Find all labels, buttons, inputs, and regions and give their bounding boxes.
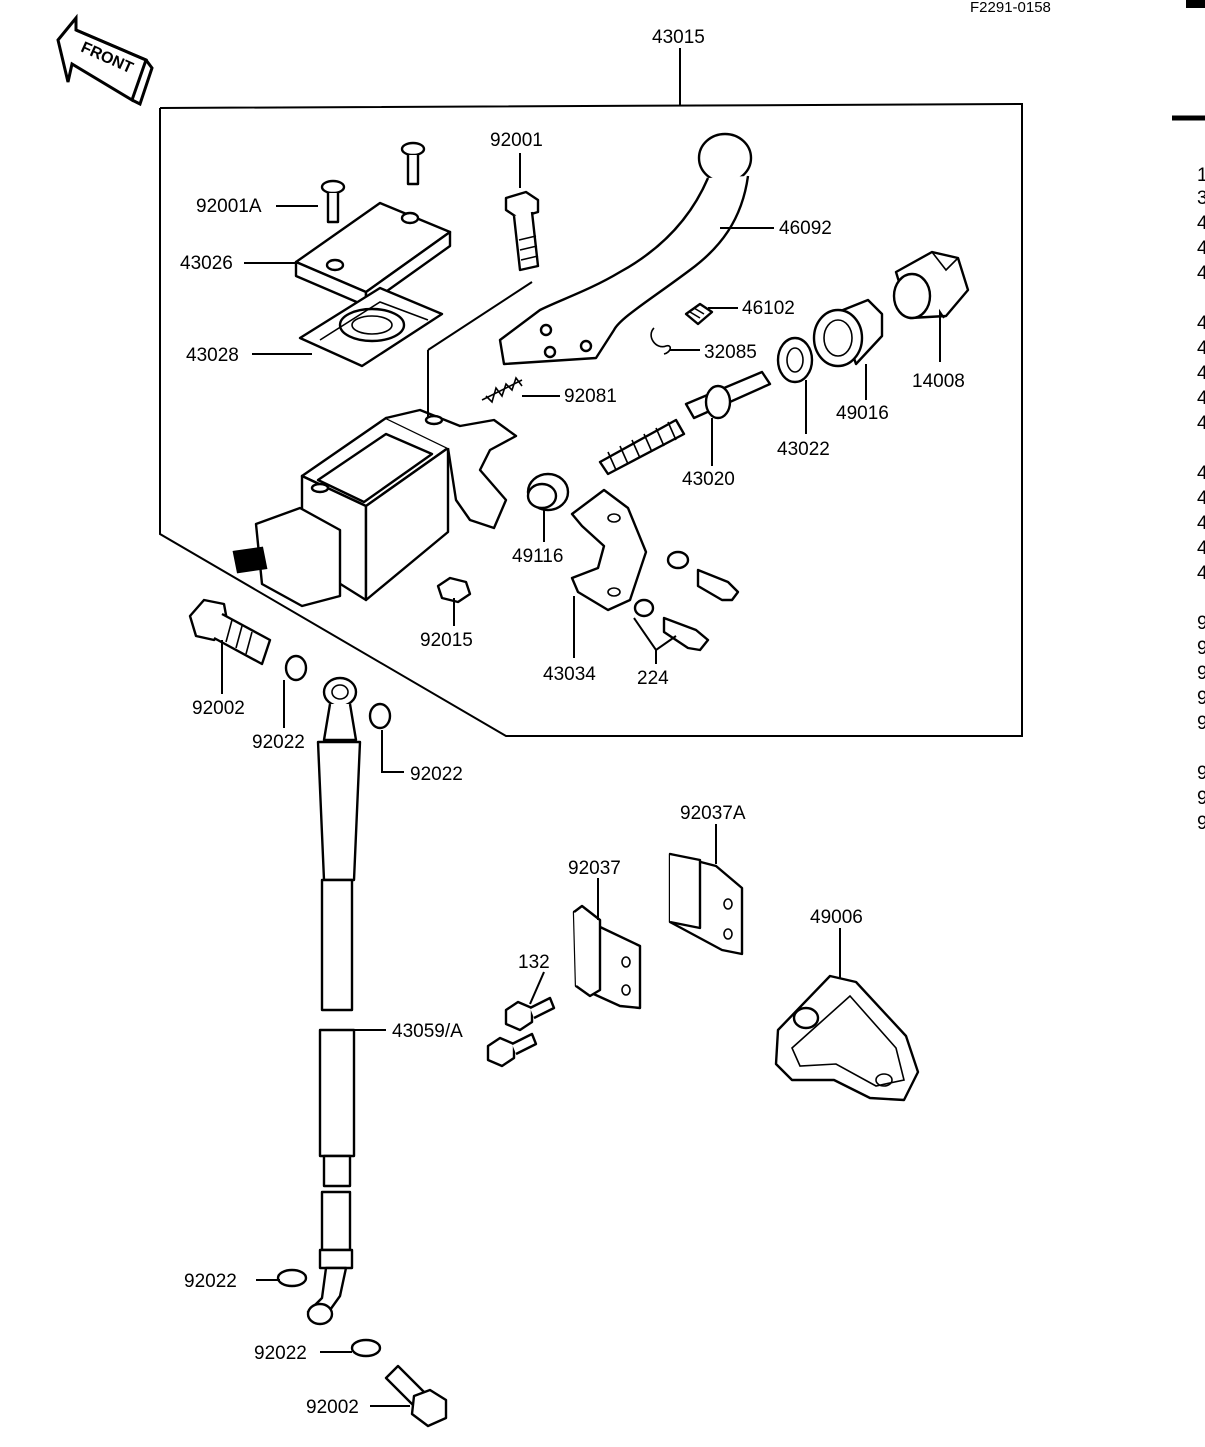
right-column-char: 1 xyxy=(1197,165,1205,186)
washer-92022-a xyxy=(284,654,308,682)
piston-cup-49016 xyxy=(812,298,884,368)
reservoir-cap xyxy=(294,201,452,308)
right-column-char: 4 xyxy=(1197,388,1205,409)
label-132: 132 xyxy=(518,952,550,973)
label-43028: 43028 xyxy=(186,345,239,366)
leader-lines xyxy=(221,153,945,1407)
part-labels: 43015 92001 92001A 43026 43028 46092 461… xyxy=(180,27,965,1418)
banjo-bolt-92002-upper xyxy=(188,598,272,666)
right-column-char: 9 xyxy=(1197,613,1205,634)
nut-92015 xyxy=(436,576,472,604)
leader-92001-body xyxy=(427,281,533,351)
cover-49006 xyxy=(774,974,920,1102)
label-92001A: 92001A xyxy=(196,196,262,217)
label-49016: 49016 xyxy=(836,403,889,424)
right-column-char: 4 xyxy=(1197,313,1205,334)
assembly-box xyxy=(159,102,1023,737)
right-column-char: 4 xyxy=(1197,413,1205,434)
label-43022: 43022 xyxy=(777,439,830,460)
right-column-char: 4 xyxy=(1197,513,1205,534)
label-14008: 14008 xyxy=(912,371,965,392)
diagram-code: F2291-0158 xyxy=(970,0,1051,16)
spring-92081 xyxy=(481,376,523,404)
dust-boot-14008 xyxy=(892,250,970,320)
label-92022-c: 92022 xyxy=(184,1271,237,1292)
banjo-bolt-92002-lower xyxy=(384,1364,448,1428)
right-column-char: 4 xyxy=(1197,563,1205,584)
label-224: 224 xyxy=(637,668,669,689)
washer-92022-c xyxy=(276,1268,308,1288)
right-column-char: 9 xyxy=(1197,763,1205,784)
label-32085: 32085 xyxy=(704,342,757,363)
label-92002-lower: 92002 xyxy=(306,1397,359,1418)
right-column-char: 4 xyxy=(1197,238,1205,259)
label-43034: 43034 xyxy=(543,664,596,685)
label-43020: 43020 xyxy=(682,469,735,490)
bracket-92037A xyxy=(668,852,744,956)
label-46092: 46092 xyxy=(779,218,832,239)
right-column-char: 4 xyxy=(1197,263,1205,284)
right-column-char: 4 xyxy=(1197,213,1205,234)
right-column-char: 4 xyxy=(1197,538,1205,559)
bracket-92037 xyxy=(572,904,642,1010)
label-92002-upper: 92002 xyxy=(192,698,245,719)
label-92022-b: 92022 xyxy=(410,764,463,785)
clip-32085 xyxy=(650,327,672,355)
master-cylinder-body xyxy=(232,408,518,608)
right-column-char: 9 xyxy=(1197,713,1205,734)
right-column-char: 4 xyxy=(1197,488,1205,509)
right-column-char: 4 xyxy=(1197,363,1205,384)
seal-49116 xyxy=(526,472,570,512)
diaphragm xyxy=(298,286,444,368)
label-92081: 92081 xyxy=(564,386,617,407)
brake-lever xyxy=(498,132,753,366)
label-43026: 43026 xyxy=(180,253,233,274)
adjuster-screw-46102 xyxy=(684,302,714,326)
pivot-bolt-92001 xyxy=(504,190,540,272)
label-49006: 49006 xyxy=(810,907,863,928)
brake-hose-43059A xyxy=(306,676,362,1326)
right-column-fragments: 13 4 4 4 4 4 4 4 4 4 4 4 4 4 9 9 9 9 9 9 9 9 xyxy=(1197,165,1205,834)
right-column-char: 3 xyxy=(1197,188,1205,209)
piston-43020 xyxy=(598,370,772,476)
washer-92022-d xyxy=(350,1338,382,1358)
right-column-char: 9 xyxy=(1197,788,1205,809)
label-46102: 46102 xyxy=(742,298,795,319)
label-43059A: 43059/A xyxy=(392,1021,463,1042)
clamp-43034 xyxy=(570,488,648,612)
label-43015: 43015 xyxy=(652,27,705,48)
label-92022-a: 92022 xyxy=(252,732,305,753)
washer-43022 xyxy=(776,336,814,384)
front-arrow-badge: FRONT xyxy=(56,13,154,107)
label-92037: 92037 xyxy=(568,858,621,879)
bolts-132 xyxy=(486,996,556,1068)
clamp-bolts-224 xyxy=(633,550,740,652)
right-column-char: 9 xyxy=(1197,638,1205,659)
right-column-char: 4 xyxy=(1197,338,1205,359)
right-column-char: 9 xyxy=(1197,663,1205,684)
right-edge-mark xyxy=(1186,0,1205,8)
screw-92001A xyxy=(320,141,426,224)
label-92015: 92015 xyxy=(420,630,473,651)
right-column-char: 4 xyxy=(1197,463,1205,484)
washer-92022-b xyxy=(368,702,392,730)
right-column-char: 9 xyxy=(1197,688,1205,709)
label-92022-d: 92022 xyxy=(254,1343,307,1364)
label-92001: 92001 xyxy=(490,130,543,151)
right-column-char: 9 xyxy=(1197,813,1205,834)
label-92037A: 92037A xyxy=(680,803,746,824)
label-49116: 49116 xyxy=(512,546,563,567)
